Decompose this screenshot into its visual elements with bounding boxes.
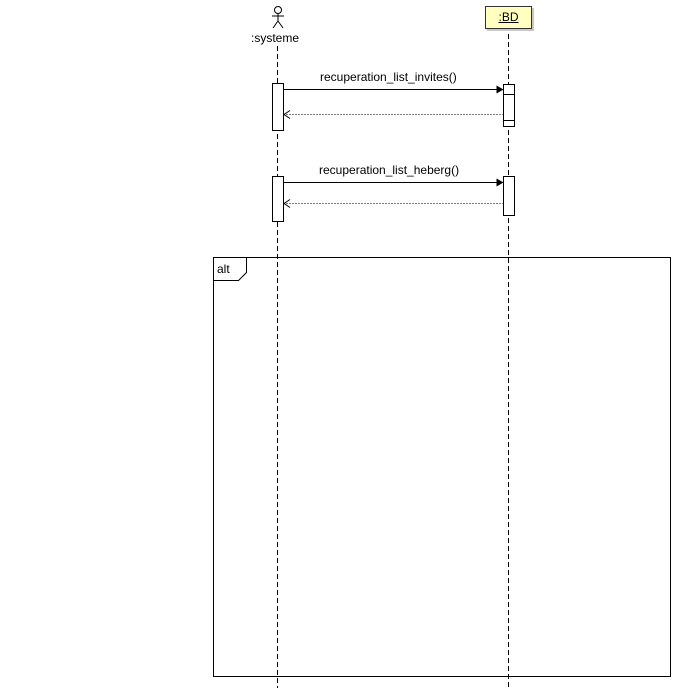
message-arrowhead-1: [496, 85, 504, 94]
stick-figure-icon: [272, 6, 284, 29]
alt-fragment-tab: [213, 257, 247, 281]
message-arrowhead-2: [496, 178, 504, 187]
participant-bd-label: :BD: [498, 10, 519, 24]
message-label-1: recuperation_list_invites(): [320, 70, 457, 84]
alt-fragment-operator: alt: [217, 262, 230, 276]
activation-bar-systeme-2: [272, 176, 284, 222]
activation-bar-systeme-1: [272, 83, 284, 131]
message-label-2: recuperation_list_heberg(): [319, 163, 460, 177]
return-arrowhead-2: [283, 199, 291, 208]
participant-bd-box[interactable]: :BD: [485, 6, 532, 29]
return-arrowhead-1: [283, 110, 291, 119]
actor-label: :systeme: [251, 31, 300, 45]
alt-fragment-frame: [213, 257, 671, 677]
activation-bar-bd-1: [503, 84, 515, 127]
activation-bar-bd-2: [503, 176, 515, 216]
